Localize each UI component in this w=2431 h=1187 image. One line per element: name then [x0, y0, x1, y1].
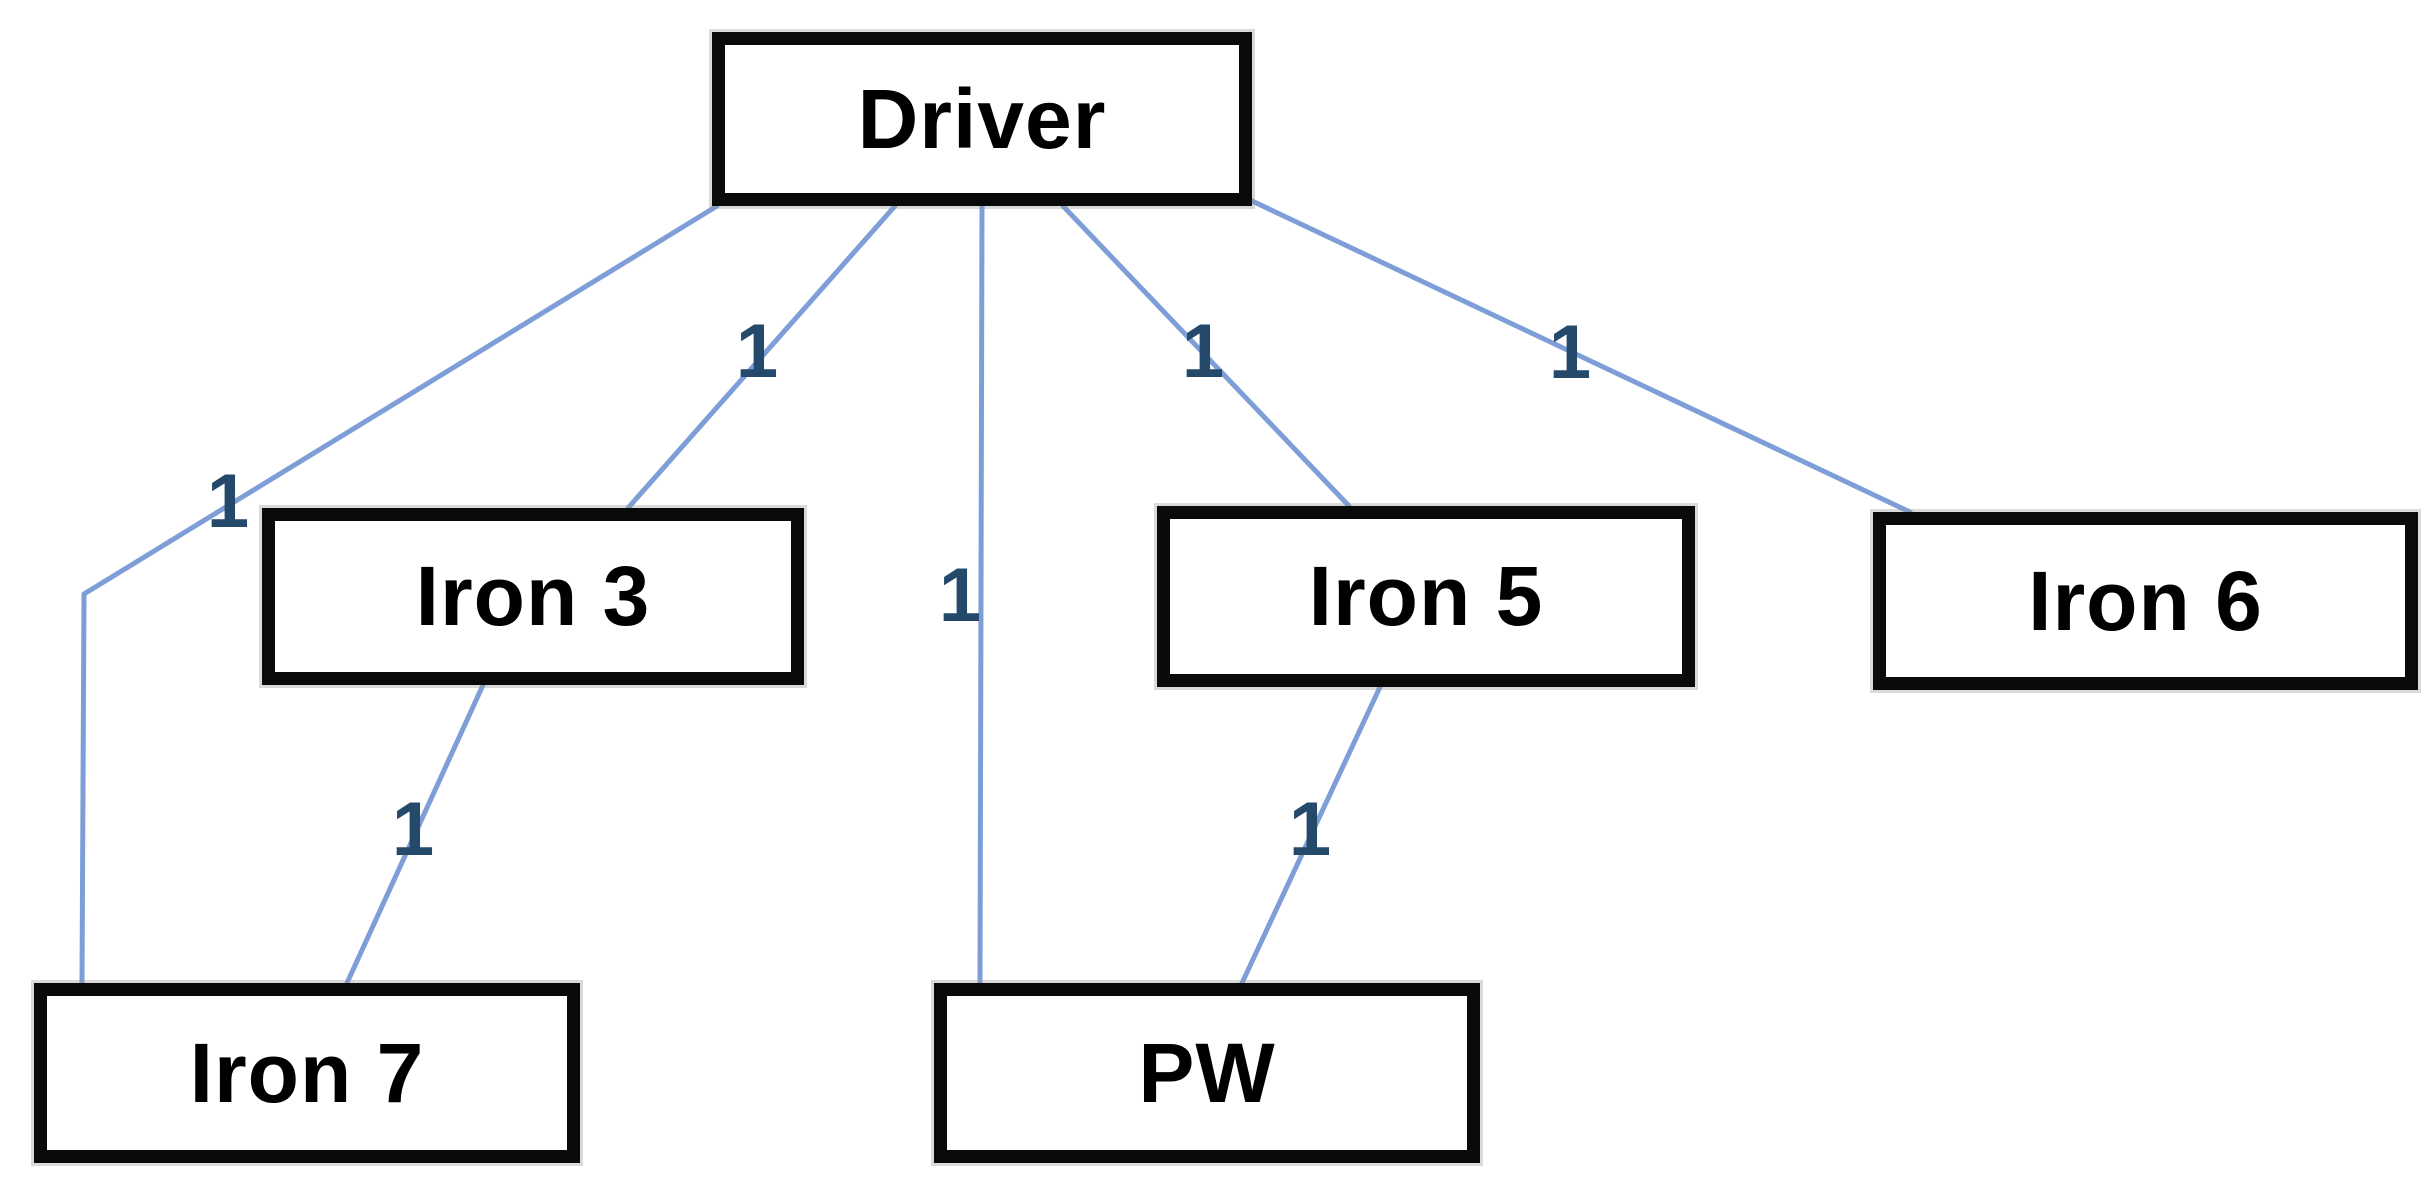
node-pw: PW: [934, 983, 1480, 1163]
node-iron6-label: Iron 6: [2028, 553, 2263, 648]
node-iron5-label: Iron 5: [1308, 549, 1544, 643]
node-driver: Driver: [712, 32, 1252, 206]
node-iron3-label: Iron 3: [415, 549, 651, 643]
node-iron3: Iron 3: [262, 508, 804, 685]
node-pw-label: PW: [1138, 1025, 1276, 1120]
edge-driver-pw-line: [977, 203, 985, 986]
edge-driver-iron7-multiplicity: 1: [206, 459, 250, 544]
node-iron6: Iron 6: [1873, 512, 2418, 690]
edge-iron5-pw-line: [1239, 684, 1383, 986]
node-iron5: Iron 5: [1157, 506, 1695, 687]
edge-driver-pw-multiplicity: 1: [938, 553, 982, 638]
node-driver-label: Driver: [857, 71, 1107, 166]
edge-iron3-iron7-line: [344, 682, 486, 986]
edge-driver-iron6-multiplicity: 1: [1548, 310, 1592, 395]
edge-iron3-iron7-multiplicity: 1: [391, 787, 435, 872]
edge-driver-iron5-multiplicity: 1: [1181, 309, 1225, 394]
node-iron7: Iron 7: [34, 983, 580, 1163]
edge-driver-iron3-multiplicity: 1: [735, 309, 779, 394]
edge-driver-iron5-line: [1060, 203, 1352, 509]
edge-iron5-pw-multiplicity: 1: [1288, 787, 1332, 872]
edge-driver-iron7-line: [79, 203, 720, 986]
node-iron7-label: Iron 7: [189, 1025, 425, 1120]
edge-driver-iron3-line: [625, 203, 898, 511]
edge-driver-iron6-line: [1247, 197, 1913, 515]
